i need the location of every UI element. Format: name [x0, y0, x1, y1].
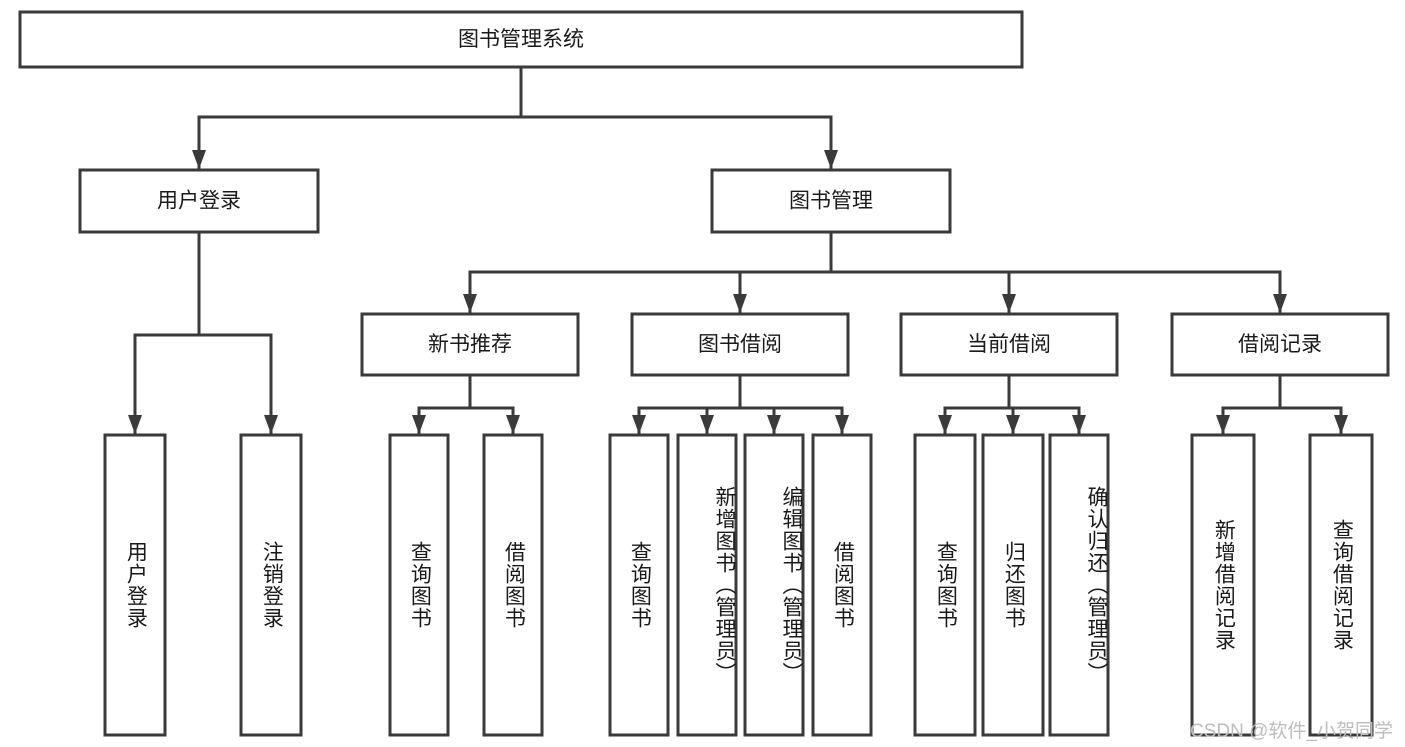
node-box-leaf-query-book-3[interactable] [913, 433, 977, 737]
node-label-borrow-record: 借阅记录 [1238, 333, 1322, 356]
node-label-book-borrow: 图书借阅 [698, 333, 782, 356]
arrow-head [506, 415, 520, 434]
node-box-leaf-user-logout[interactable] [239, 433, 303, 737]
node-box-layer [18, 10, 1390, 737]
arrow-head [700, 415, 714, 434]
node-box-leaf-query-book-1[interactable] [388, 433, 450, 737]
node-box-leaf-add-record[interactable] [1190, 433, 1256, 737]
arrow-head [1216, 415, 1230, 434]
node-label-root: 图书管理系统 [458, 28, 584, 51]
node-box-new-book-recommend[interactable] [360, 312, 580, 377]
node-box-user-login[interactable] [78, 168, 320, 234]
node-box-leaf-user-login[interactable] [103, 433, 167, 737]
arrow-head [412, 415, 426, 434]
arrow-head [192, 150, 206, 169]
node-box-book-manage[interactable] [710, 168, 952, 234]
connector-layer [128, 65, 1348, 436]
arrow-head [1072, 415, 1086, 434]
node-box-root[interactable] [18, 10, 1024, 69]
node-box-leaf-query-book-2[interactable] [608, 433, 670, 737]
arrow-head [632, 415, 646, 434]
arrow-head [938, 415, 952, 434]
arrow-head [1002, 294, 1016, 313]
node-box-borrow-record[interactable] [1170, 312, 1390, 377]
arrow-head [835, 415, 849, 434]
node-label-new-book-recommend: 新书推荐 [428, 333, 512, 356]
arrow-head [1273, 294, 1287, 313]
arrow-head [767, 415, 781, 434]
node-box-leaf-return-book[interactable] [981, 433, 1045, 737]
node-label-book-manage: 图书管理 [789, 190, 873, 213]
arrow-head [264, 415, 278, 434]
node-box-current-borrow[interactable] [899, 312, 1119, 377]
node-box-leaf-borrow-book-1[interactable] [482, 433, 544, 737]
node-label-user-login: 用户登录 [157, 190, 241, 213]
node-box-book-borrow[interactable] [630, 312, 850, 377]
node-box-leaf-query-record[interactable] [1308, 433, 1374, 737]
node-box-leaf-add-book[interactable] [676, 433, 738, 737]
csdn-watermark: CSDN @软件_小贺同学 [1190, 721, 1393, 742]
node-label-current-borrow: 当前借阅 [967, 333, 1051, 356]
arrow-head [1006, 415, 1020, 434]
arrow-head [463, 294, 477, 313]
arrow-head [824, 150, 838, 169]
node-box-leaf-borrow-book-2[interactable] [811, 433, 873, 737]
arrow-head [733, 294, 747, 313]
node-box-leaf-edit-book[interactable] [743, 433, 805, 737]
arrow-head [128, 415, 142, 434]
node-box-leaf-confirm-return[interactable] [1048, 433, 1110, 737]
arrow-head [1334, 415, 1348, 434]
